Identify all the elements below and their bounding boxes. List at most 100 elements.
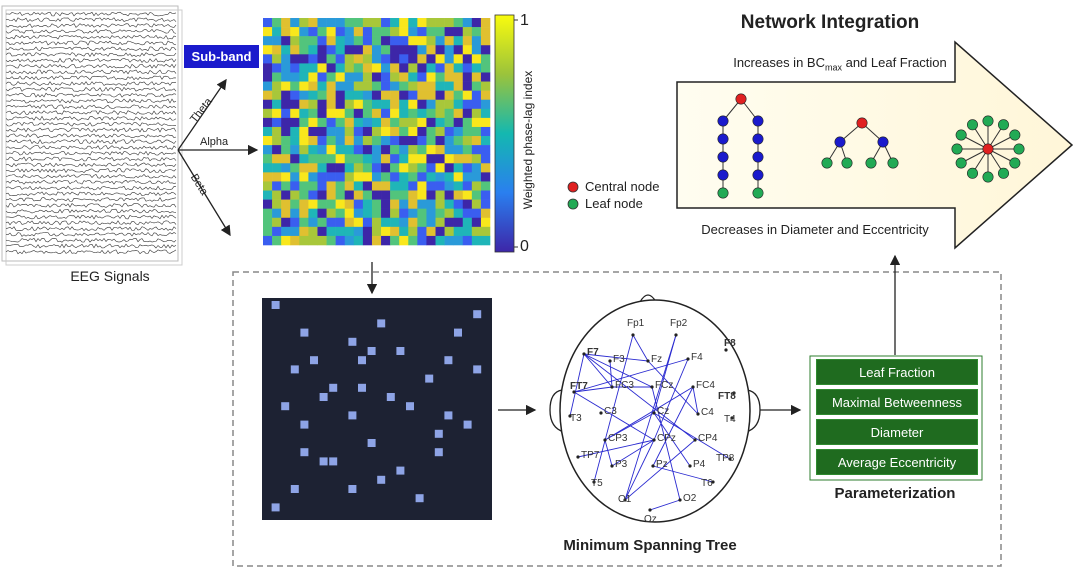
- matrix-cell: [462, 145, 473, 155]
- matrix-cell: [381, 81, 391, 91]
- mst-edge: [573, 358, 689, 393]
- matrix-cell: [417, 36, 427, 46]
- scalp-head-map: [549, 294, 761, 523]
- matrix-cell: [290, 27, 300, 37]
- matrix-cell: [390, 163, 400, 173]
- mst-edge-cell: [377, 319, 386, 328]
- matrix-cell: [344, 235, 355, 246]
- matrix-cell: [399, 136, 409, 146]
- matrix-cell: [381, 199, 391, 209]
- mst-edge: [647, 360, 699, 415]
- matrix-cell: [353, 54, 364, 64]
- matrix-cell: [263, 54, 273, 64]
- matrix-cell: [263, 145, 273, 155]
- matrix-cell: [317, 90, 327, 101]
- electrode-label-fp2: Fp2: [670, 318, 688, 329]
- matrix-cell: [317, 63, 327, 73]
- matrix-cell: [435, 99, 445, 110]
- matrix-cell: [326, 27, 336, 37]
- matrix-cell: [390, 145, 400, 155]
- matrix-cell: [390, 126, 400, 137]
- matrix-cell: [471, 208, 482, 219]
- matrix-cell: [263, 181, 273, 191]
- matrix-cell: [417, 154, 427, 164]
- matrix-cell: [272, 190, 282, 200]
- mst-edge: [604, 439, 613, 467]
- matrix-cell: [344, 36, 355, 46]
- matrix-cell: [444, 226, 454, 237]
- matrix-cell: [272, 45, 282, 55]
- matrix-cell: [362, 27, 373, 37]
- electrode-label-c3: C3: [604, 406, 617, 417]
- matrix-cell: [281, 163, 291, 173]
- mst-edge-cell: [473, 310, 482, 319]
- matrix-cell: [263, 199, 273, 209]
- matrix-cell: [308, 199, 318, 209]
- matrix-cell: [299, 208, 309, 219]
- colorbar: [494, 14, 515, 253]
- matrix-cell: [444, 72, 454, 82]
- matrix-cell: [444, 208, 454, 219]
- mst-edge-cell: [377, 475, 386, 484]
- eeg-trace: [5, 98, 177, 104]
- matrix-cell: [417, 18, 427, 28]
- matrix-cell: [381, 208, 391, 219]
- matrix-cell: [462, 27, 473, 37]
- matrix-cell: [480, 154, 491, 164]
- matrix-cell: [444, 217, 454, 228]
- matrix-cell: [344, 163, 355, 173]
- mst-edge: [624, 334, 677, 501]
- tree-node: [717, 133, 729, 145]
- matrix-cell: [299, 136, 309, 146]
- matrix-cell: [408, 54, 418, 64]
- matrix-cell: [371, 190, 382, 200]
- param-leaf-fraction: Leaf Fraction: [816, 359, 978, 385]
- matrix-cell: [390, 63, 400, 73]
- eeg-trace: [5, 34, 177, 40]
- matrix-cell: [326, 117, 336, 128]
- matrix-cell: [299, 36, 309, 46]
- matrix-cell: [371, 181, 382, 191]
- matrix-cell: [344, 226, 355, 237]
- matrix-cell: [426, 217, 436, 228]
- matrix-cell: [353, 181, 364, 191]
- matrix-cell: [362, 208, 373, 219]
- matrix-cell: [453, 99, 464, 110]
- matrix-cell: [390, 45, 400, 55]
- matrix-cell: [453, 208, 464, 219]
- matrix-cell: [308, 108, 318, 119]
- electrode-label-tp8: TP8: [716, 453, 735, 464]
- matrix-cell: [408, 136, 418, 146]
- matrix-cell: [272, 136, 282, 146]
- matrix-cell: [390, 226, 400, 237]
- matrix-cell: [435, 126, 445, 137]
- matrix-cell: [353, 172, 364, 182]
- matrix-cell: [381, 217, 391, 228]
- electrode-label-f3: F3: [613, 354, 625, 365]
- matrix-cell: [299, 181, 309, 191]
- matrix-cell: [272, 36, 282, 46]
- matrix-cell: [381, 27, 391, 37]
- matrix-cell: [362, 126, 373, 137]
- matrix-cell: [399, 145, 409, 155]
- matrix-cell: [399, 226, 409, 237]
- matrix-cell: [344, 99, 355, 110]
- matrix-cell: [371, 199, 382, 209]
- matrix-cell: [426, 27, 436, 37]
- matrix-cell: [462, 181, 473, 191]
- matrix-cell: [444, 199, 454, 209]
- matrix-cell: [326, 36, 336, 46]
- matrix-cell: [435, 208, 445, 219]
- matrix-cell: [471, 99, 482, 110]
- matrix-cell: [444, 27, 454, 37]
- matrix-cell: [281, 27, 291, 37]
- mst-edge-cell: [348, 337, 357, 346]
- matrix-cell: [308, 45, 318, 55]
- matrix-cell: [399, 45, 409, 55]
- tree-node: [752, 169, 764, 181]
- matrix-cell: [281, 18, 291, 28]
- matrix-cell: [272, 208, 282, 219]
- electrode-label-t6: T6: [701, 478, 713, 489]
- matrix-cell: [381, 108, 391, 119]
- matrix-cell: [462, 18, 473, 28]
